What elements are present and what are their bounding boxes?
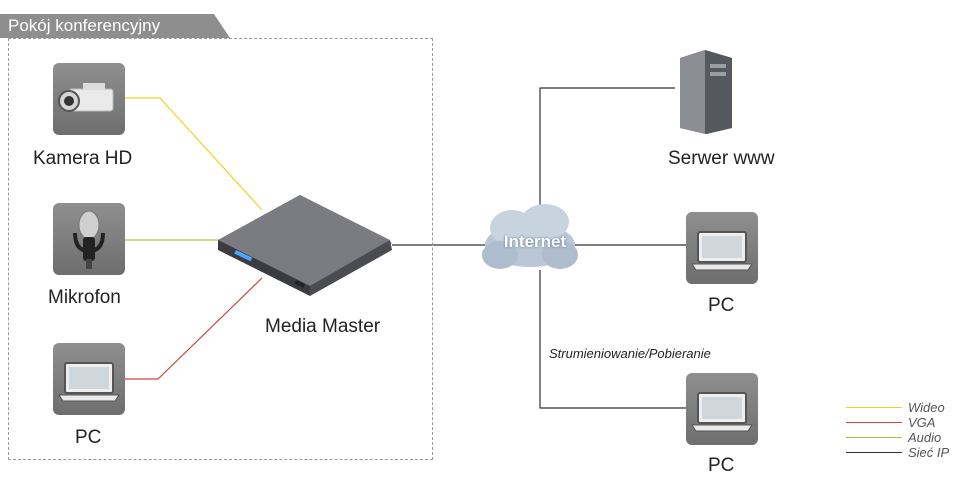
vga-link [125,277,263,380]
room-area [8,38,433,460]
pc-remote-2-label: PC [708,455,735,476]
microphone-label: Mikrofon [48,287,121,308]
ip-link-server [539,87,675,220]
server-label: Serwer www [668,148,775,169]
legend-label: Wideo [908,400,945,415]
legend-swatch [846,437,902,438]
laptop-icon [691,392,753,432]
legend-label: Sieć IP [908,445,950,460]
legend-swatch [846,452,902,453]
pc-room-label: PC [75,427,102,448]
ip-link-pc2 [539,270,686,409]
pc-remote-2-tile [686,373,758,445]
microphone-icon [73,210,105,269]
pc-remote-1-tile [686,212,758,284]
legend-label: Audio [908,430,942,445]
legend-label: VGA [908,415,936,430]
laptop-icon [691,231,753,271]
room-title: Pokój konferencyjny [0,14,230,38]
legend: Wideo VGA Audio Sieć IP [846,400,958,460]
legend-item-audio: Audio [846,430,958,445]
camera-label: Kamera HD [33,148,133,169]
legend-item-vga: VGA [846,415,958,430]
legend-swatch [846,407,902,408]
camera-tile [53,63,125,135]
media-master-label: Media Master [265,316,381,337]
camera-icon [58,83,114,112]
legend-swatch [846,422,902,423]
legend-item-ip: Sieć IP [846,445,958,460]
streaming-label: Strumieniowanie/Pobieranie [549,346,711,361]
pc-remote-1-label: PC [708,295,735,316]
internet-label: Internet [503,232,567,251]
pc-room-tile [53,343,125,415]
laptop-icon [58,362,120,402]
microphone-tile [53,203,125,275]
legend-item-video: Wideo [846,400,958,415]
video-link [125,97,263,211]
